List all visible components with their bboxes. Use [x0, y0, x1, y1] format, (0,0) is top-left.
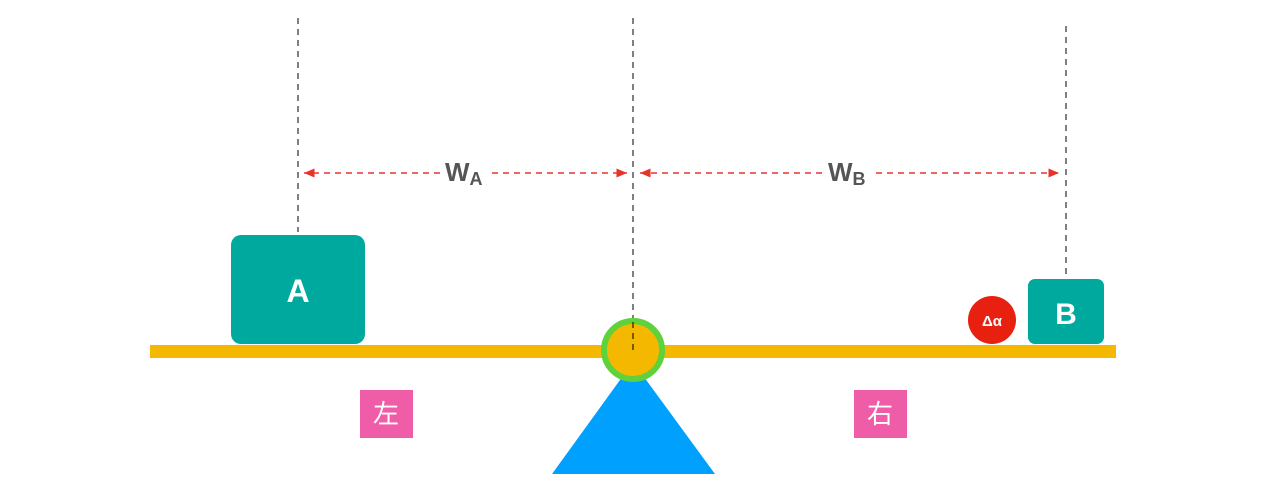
distance-label-wb: WB — [828, 157, 866, 189]
tag-right — [854, 390, 907, 438]
delta-weight — [968, 296, 1016, 344]
box-b-label: B — [1055, 298, 1077, 331]
distance-label-wa: WA — [445, 157, 483, 189]
box-a-label: A — [286, 273, 309, 309]
tag-left-label: 左 — [373, 400, 399, 430]
delta-label: Δα — [982, 313, 1003, 330]
fulcrum-triangle — [552, 362, 715, 474]
box-a — [231, 235, 365, 344]
box-b — [1028, 279, 1104, 344]
tag-left — [360, 390, 413, 438]
tag-right-label: 右 — [867, 400, 893, 430]
